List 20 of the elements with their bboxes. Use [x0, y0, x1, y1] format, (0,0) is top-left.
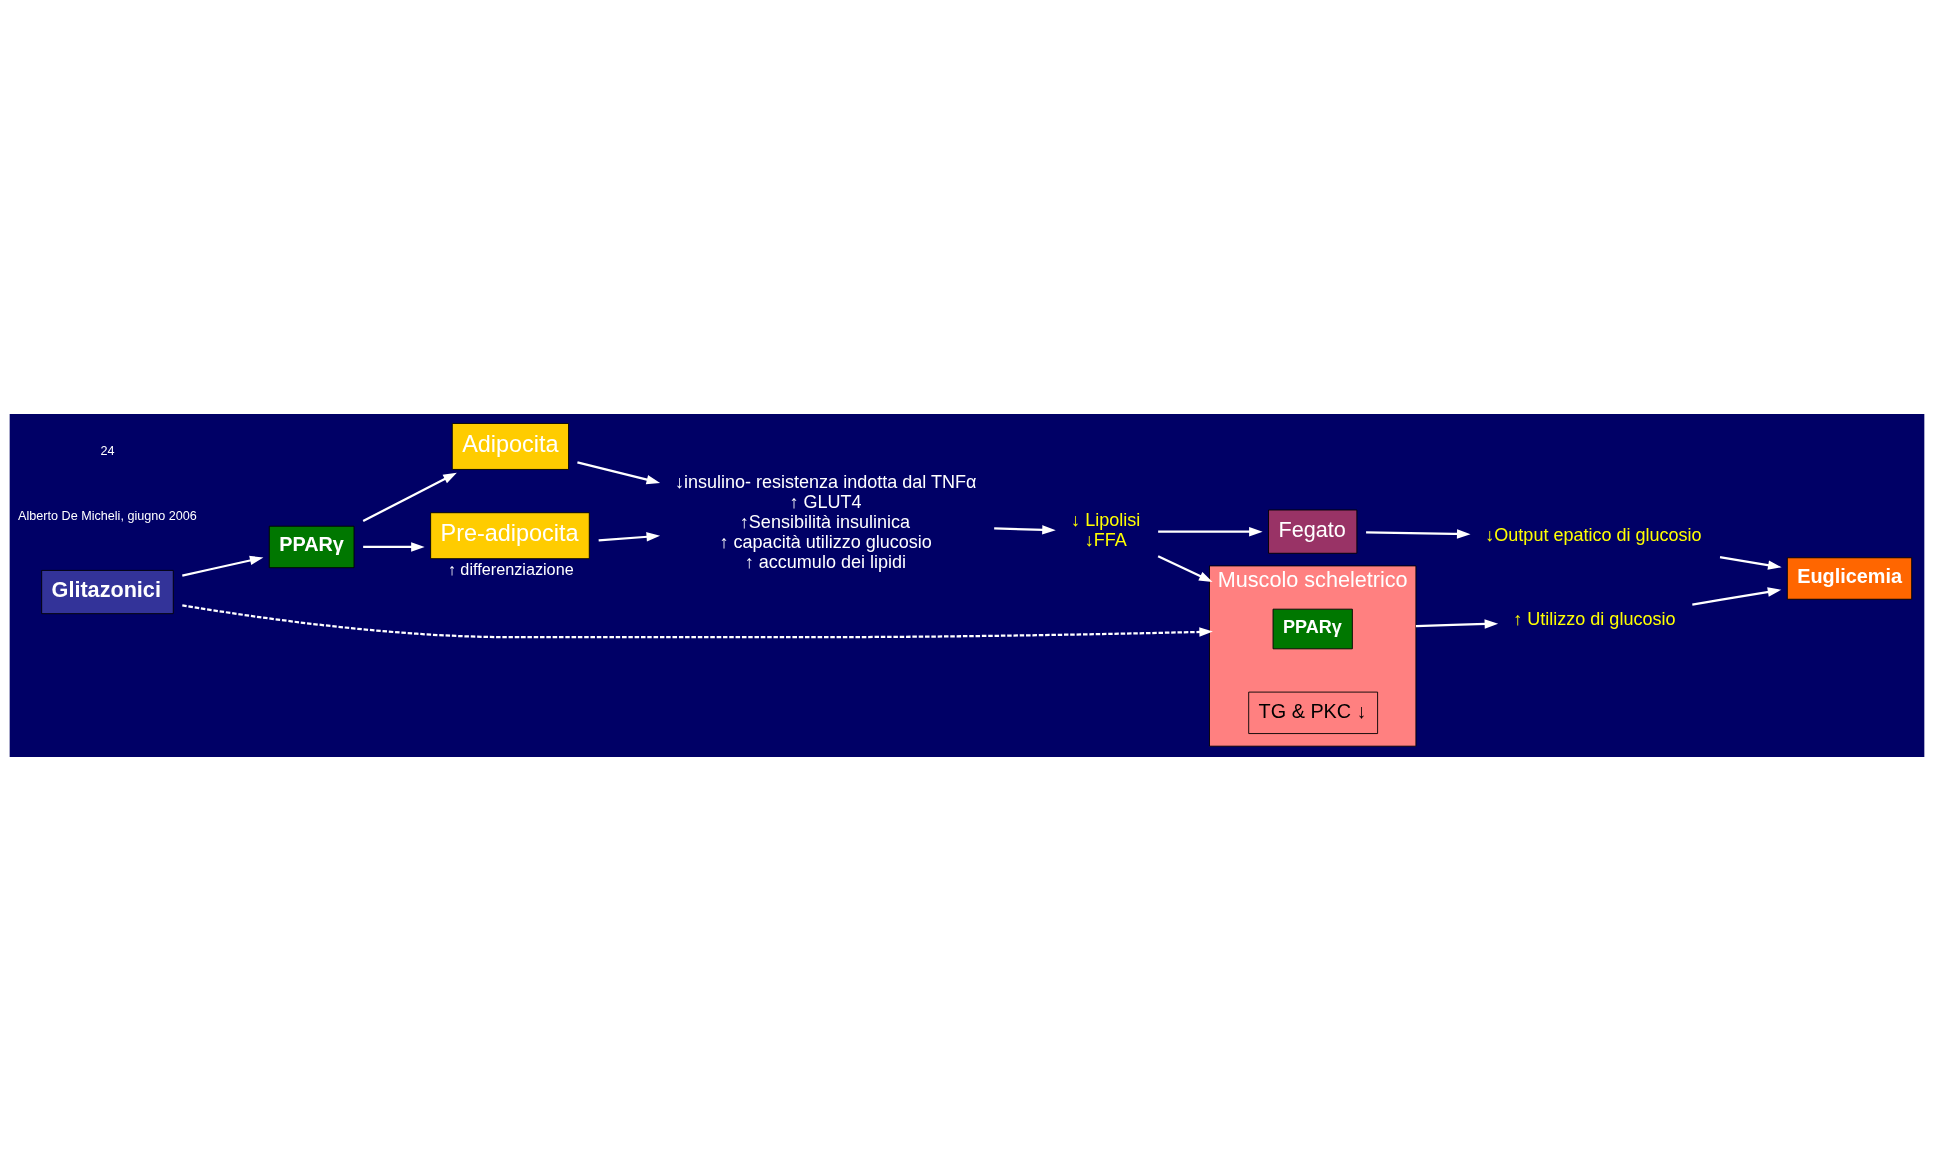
arrow: [994, 525, 1056, 535]
node-label: ↑ differenziazione: [447, 560, 574, 579]
arrow: [363, 542, 425, 552]
node-text: ↓Output epatico di glucosio: [1485, 524, 1702, 545]
label: Alberto De Micheli, giugno 2006: [18, 508, 197, 523]
arrow: [1719, 555, 1782, 570]
arrow: [1158, 526, 1263, 537]
arrow: [1415, 619, 1499, 629]
arrow: [182, 555, 264, 577]
arrow: [598, 532, 661, 542]
node-text: ↑ Utilizzo di glucosio: [1513, 609, 1676, 630]
arrow: [1366, 529, 1471, 539]
node-text: ↓ Lipolisi ↓FFA: [1071, 510, 1141, 551]
arrow: [1157, 555, 1213, 582]
arrow: [1692, 587, 1782, 606]
arrow: [182, 604, 1213, 639]
arrow: [362, 472, 457, 522]
label: 24: [100, 443, 115, 458]
arrow: [577, 461, 661, 485]
node-text: ↓insulino- resistenza indotta dal TNFα ↑ GLUT4 ↑Sensibilità insulinica ↑ capacità utilizzo glucosio ↑ accumulo dei lipidi: [674, 472, 977, 572]
